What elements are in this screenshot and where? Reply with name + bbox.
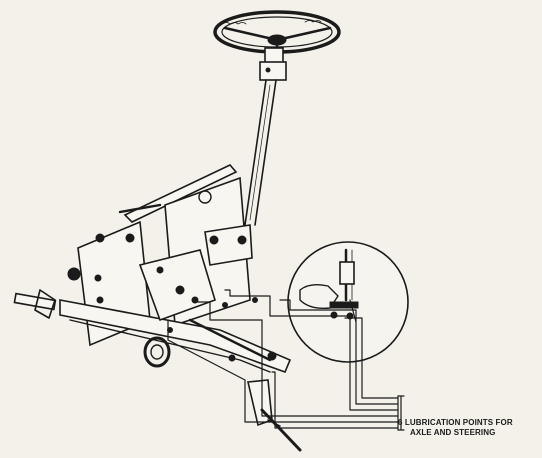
steering-wheel-icon — [213, 10, 341, 54]
caption-line-2: AXLE AND STEERING — [410, 428, 496, 437]
detail-magnifier-circle-icon — [287, 241, 409, 363]
axle-frame-icon — [13, 164, 302, 452]
lubrication-bracket-icon — [167, 289, 405, 431]
lubrication-caption: 6 LUBRICATION POINTS FOR AXLE AND STEERI… — [398, 418, 538, 438]
caption-line-1: 6 LUBRICATION POINTS FOR — [398, 418, 513, 427]
steering-column-icon — [244, 47, 287, 226]
